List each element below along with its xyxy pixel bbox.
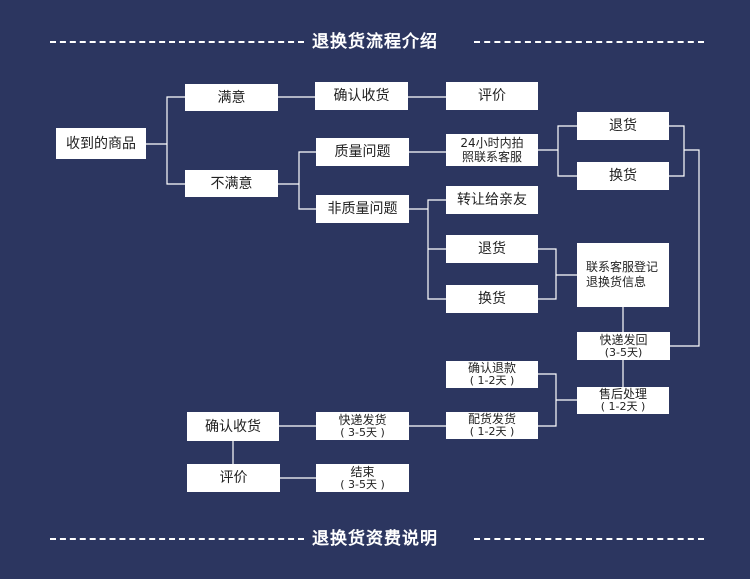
node-express-ship: 快递发货( 3-5天 ) bbox=[316, 412, 409, 440]
section-header-fees: 退换货资费说明 bbox=[0, 524, 750, 554]
node-end: 结束( 3-5天 ) bbox=[316, 464, 409, 492]
node-confirm-receipt: 确认收货 bbox=[315, 82, 408, 110]
node-satisfied: 满意 bbox=[185, 84, 278, 111]
node-exchange: 换货 bbox=[577, 162, 669, 190]
node-non-quality-issue: 非质量问题 bbox=[316, 195, 409, 223]
node-after-sales: 售后处理( 1-2天 ) bbox=[577, 387, 669, 414]
section-title: 退换货流程介绍 bbox=[312, 32, 438, 52]
node-quality-issue: 质量问题 bbox=[316, 138, 409, 166]
node-transfer: 转让给亲友 bbox=[446, 186, 538, 214]
divider-right bbox=[474, 41, 704, 43]
node-express-back: 快递发回(3-5天) bbox=[577, 332, 670, 360]
node-review: 评价 bbox=[187, 464, 280, 492]
node-photo-contact: 24小时内拍照联系客服 bbox=[446, 134, 538, 166]
divider-right bbox=[474, 538, 704, 540]
node-redelivery: 配货发货( 1-2天 ) bbox=[446, 412, 538, 439]
divider-left bbox=[50, 538, 304, 540]
node-unsatisfied: 不满意 bbox=[185, 170, 278, 197]
node-review: 评价 bbox=[446, 82, 538, 110]
node-return: 退货 bbox=[446, 235, 538, 263]
node-confirm-refund: 确认退款( 1-2天 ) bbox=[446, 361, 538, 388]
node-return: 退货 bbox=[577, 112, 669, 140]
divider-left bbox=[50, 41, 304, 43]
node-exchange: 换货 bbox=[446, 285, 538, 313]
node-confirm-receipt: 确认收货 bbox=[187, 412, 279, 441]
node-register-info: 联系客服登记退换货信息 bbox=[577, 243, 669, 307]
node-received: 收到的商品 bbox=[56, 128, 146, 159]
section-header-process: 退换货流程介绍 bbox=[0, 27, 750, 57]
section-title: 退换货资费说明 bbox=[312, 529, 438, 549]
